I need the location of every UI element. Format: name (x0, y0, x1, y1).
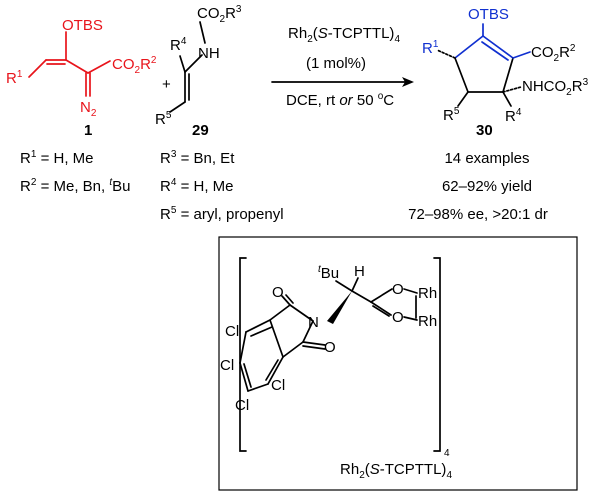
catalyst-rh-top: Rh (418, 285, 437, 302)
condition-r2: R2 = Me, Bn, tBu (20, 177, 131, 195)
reaction-arrow: Rh2(S-TCPTTL)4 (1 mol%) DCE, rt or 50 oC (271, 25, 414, 109)
catalyst-cl-4: Cl (235, 397, 249, 414)
enamide-co2r3: CO2R3 (197, 4, 242, 25)
catalyst-tbu: tBu (318, 264, 339, 282)
catalyst-o-imide-top: O (272, 284, 284, 301)
product-compound-30: OTBS R1 CO2R2 NHCO2R3 R5 R4 30 14 exampl… (408, 6, 588, 223)
product-yield: 62–92% yield (442, 178, 532, 195)
enamide-r5: R5 (155, 110, 172, 128)
plus-sign: + (162, 76, 171, 93)
catalyst-structure-box: tBu H O O Rh Rh N O O Cl Cl Cl Cl 4 Rh2(… (218, 236, 578, 491)
catalyst-cl-3: Cl (271, 377, 285, 394)
product-r5: R5 (443, 106, 460, 124)
product-r4: R4 (505, 107, 522, 125)
catalyst-cl-2: Cl (220, 357, 234, 374)
arrow-catalyst: Rh2(S-TCPTTL)4 (288, 25, 400, 45)
compound-number-30: 30 (476, 122, 493, 139)
arrow-loading: (1 mol%) (306, 55, 366, 72)
catalyst-rh-bot: Rh (418, 313, 437, 330)
product-examples: 14 examples (444, 150, 529, 167)
condition-r1: R1 = H, Me (20, 149, 94, 167)
catalyst-h: H (354, 263, 365, 280)
product-selectivity: 72–98% ee, >20:1 dr (408, 206, 548, 223)
condition-r5: R5 = aryl, propenyl (160, 205, 284, 223)
enamide-r4: R4 (170, 36, 187, 54)
arrow-solvent: DCE, rt or 50 oC (286, 91, 394, 109)
catalyst-o-bot: O (392, 309, 404, 326)
catalyst-o-imide-bot: O (324, 339, 336, 356)
enamide-nh: NH (198, 45, 220, 62)
catalyst-label: Rh2(S-TCPTTL)4 (340, 461, 452, 481)
catalyst-cl-1: Cl (225, 323, 239, 340)
condition-r3: R3 = Bn, Et (160, 149, 235, 167)
catalyst-n: N (308, 314, 319, 331)
diazo-r1: R1 (6, 69, 23, 87)
compound-number-1: 1 (84, 122, 92, 139)
catalyst-o-top: O (392, 281, 404, 298)
condition-r4: R4 = H, Me (160, 177, 234, 195)
product-otbs: OTBS (468, 6, 509, 23)
product-r1: R1 (422, 39, 439, 57)
compound-number-29: 29 (192, 122, 209, 139)
diazo-compound-1: OTBS R1 CO2R2 N2 1 R1 = H, Me R2 = Me, B… (6, 17, 157, 195)
diazo-otbs: OTBS (62, 17, 103, 34)
diazo-co2r2: CO2R2 (112, 55, 157, 76)
catalyst-bracket-sub: 4 (444, 448, 450, 459)
product-co2r2: CO2R2 (531, 43, 576, 64)
enamide-compound-29: CO2R3 NH R4 R5 29 R3 = Bn, Et R4 = H, Me… (155, 4, 284, 223)
diazo-n2: N2 (80, 99, 97, 119)
product-nhco2r3: NHCO2R3 (522, 77, 589, 98)
